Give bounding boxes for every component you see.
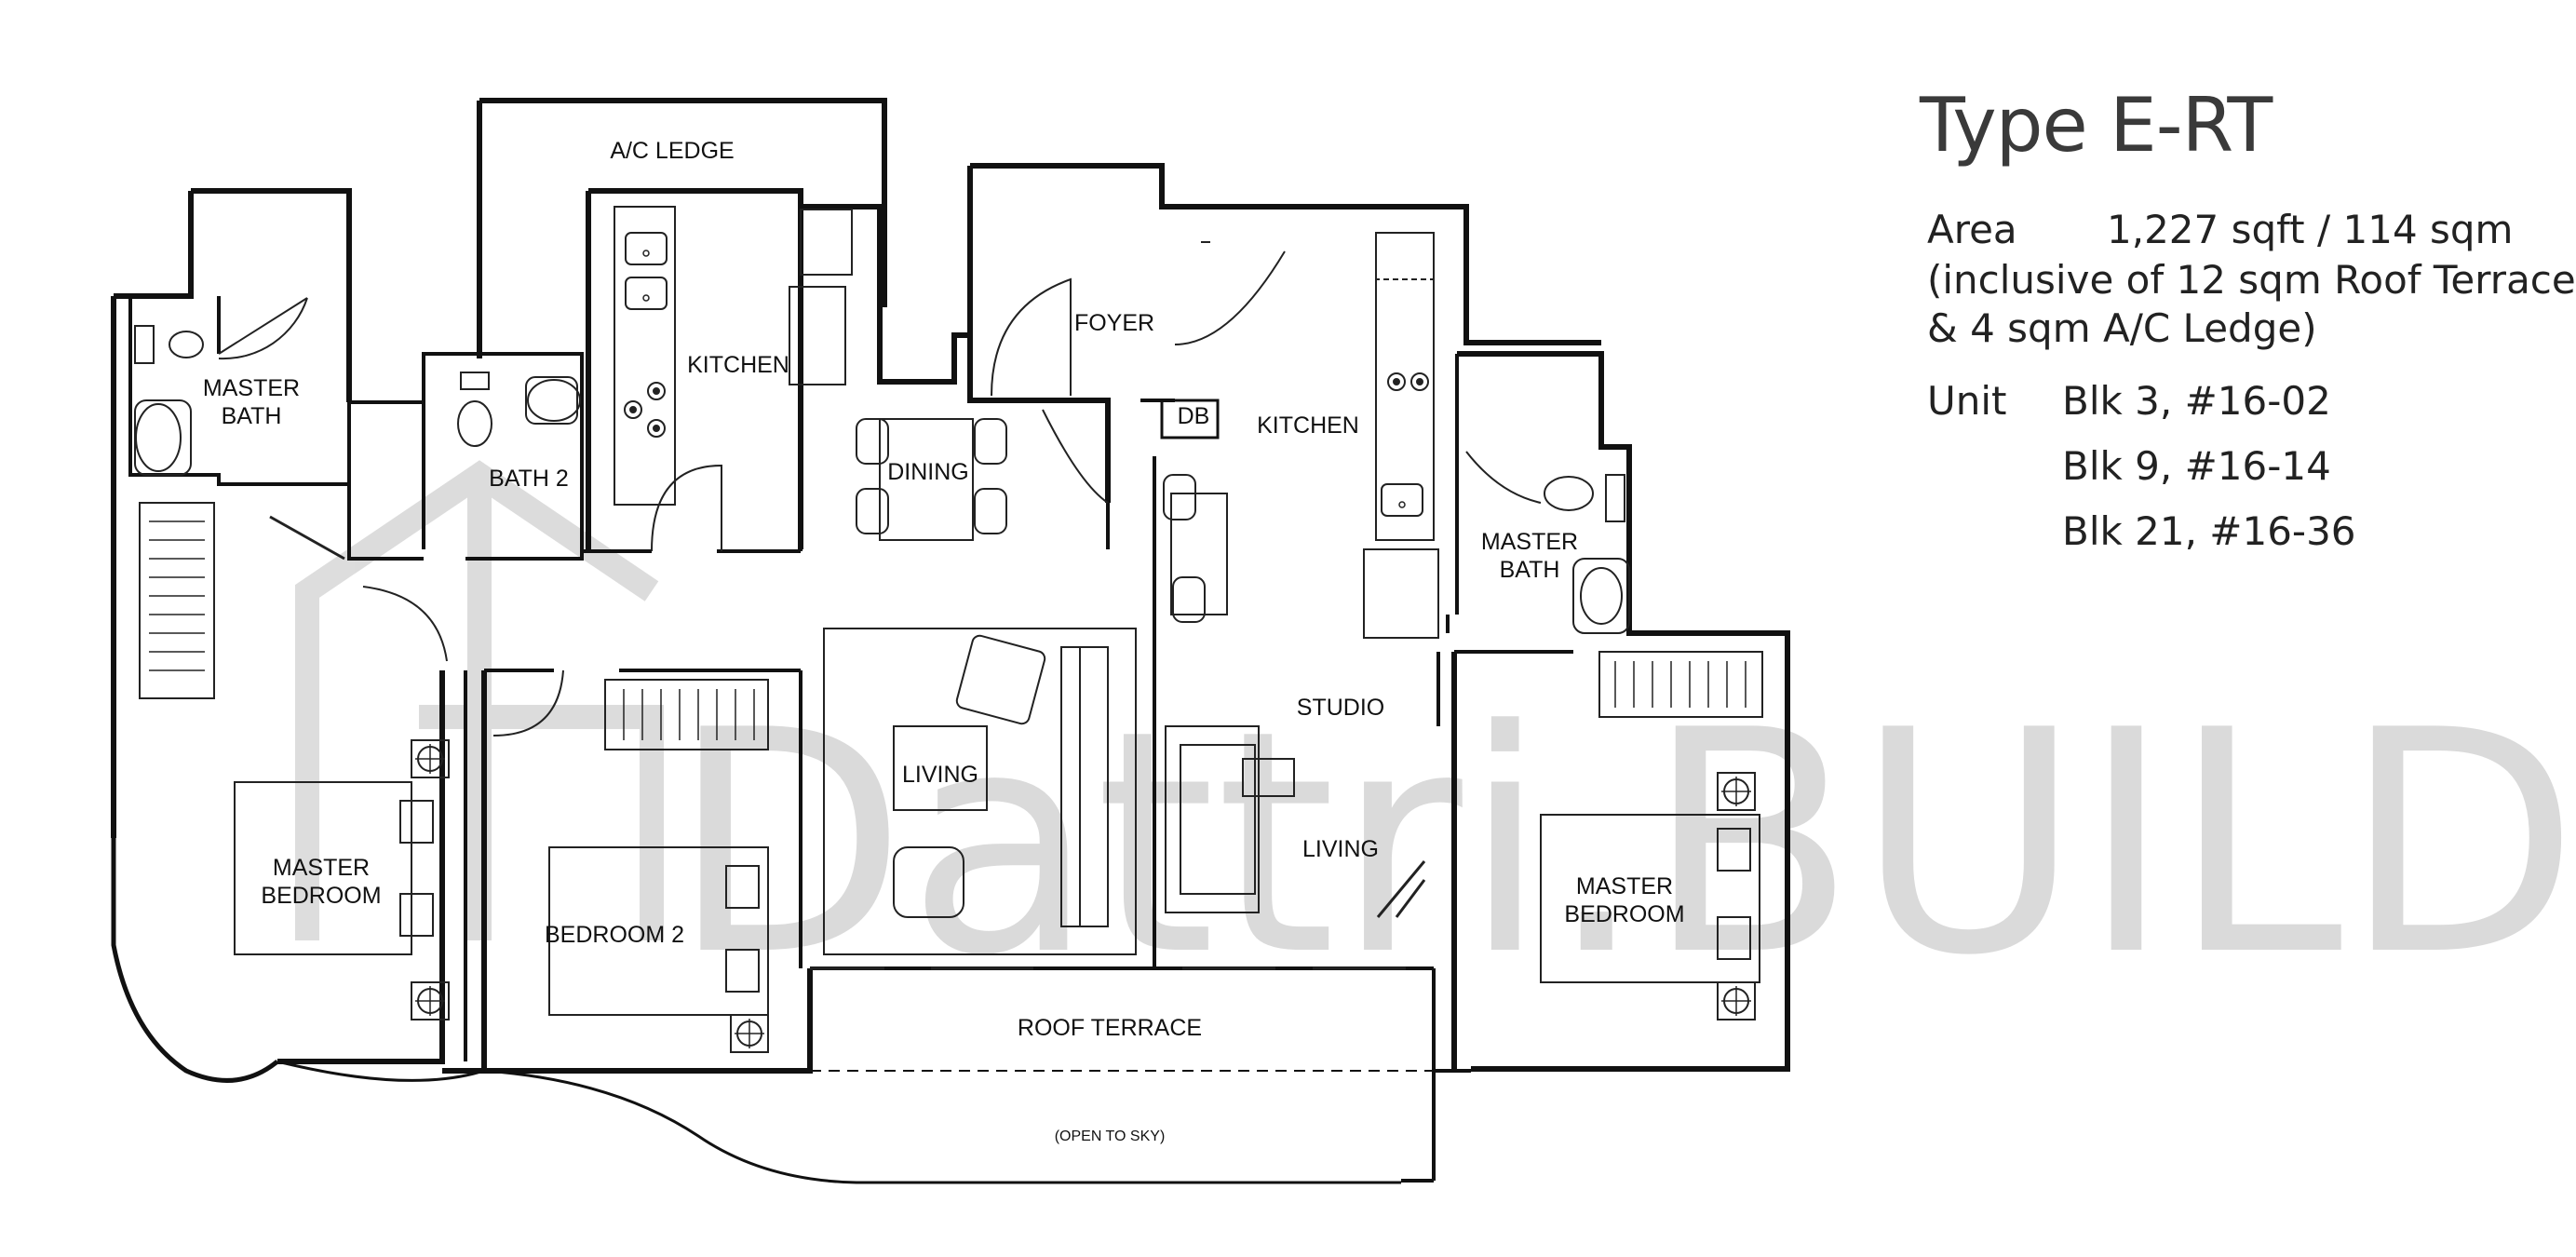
label-kitchen-right: KITCHEN — [1257, 412, 1359, 439]
open-to-sky-outline — [483, 1069, 1401, 1184]
watermark-text: Dattri.BUILD — [670, 665, 2576, 1022]
unit-blk-3: Blk 3, #16-02 — [2062, 378, 2331, 424]
label-studio: STUDIO — [1297, 695, 1384, 721]
living-rug-left — [823, 628, 1137, 955]
watermark: Dattri.BUILD — [295, 460, 2576, 1022]
unit-label: Unit — [1927, 378, 2007, 424]
label-db: DB — [1178, 403, 1210, 429]
label-master-bedroom-left-1: MASTER — [273, 855, 370, 881]
label-master-bath-left-1: MASTER — [203, 375, 300, 401]
label-living-left: LIVING — [902, 762, 978, 788]
label-master-bath-right-1: MASTER — [1481, 529, 1578, 555]
unit-type-title: Type E-RT — [1920, 82, 2273, 169]
label-ac-ledge: A/C LEDGE — [610, 138, 734, 164]
inner-walls — [128, 296, 1573, 1061]
label-roof-terrace: ROOF TERRACE — [1018, 1015, 1202, 1041]
area-label: Area — [1927, 207, 2017, 252]
label-master-bath-right-2: BATH — [1500, 557, 1560, 583]
bed-2 — [548, 846, 769, 1016]
unit-blk-21: Blk 21, #16-36 — [2062, 508, 2356, 554]
label-foyer: FOYER — [1074, 310, 1154, 336]
floor-plan: Dattri.BUILD — [111, 98, 2576, 1184]
label-bedroom-2: BEDROOM 2 — [545, 922, 684, 948]
label-bath-2: BATH 2 — [489, 466, 569, 492]
label-master-bedroom-left-2: BEDROOM — [261, 883, 381, 909]
area-value: 1,227 sqft / 114 sqm — [2107, 207, 2514, 252]
kitchen-counter-left — [614, 206, 676, 506]
label-open-to-sky: (OPEN TO SKY) — [1055, 1129, 1166, 1144]
label-dining: DINING — [887, 459, 969, 485]
area-note-terrace: (inclusive of 12 sqm Roof Terrace — [1927, 257, 2576, 303]
master-bed-left — [234, 781, 412, 955]
door-swings — [218, 241, 1542, 737]
label-master-bath-left-2: BATH — [222, 403, 282, 429]
label-kitchen-left: KITCHEN — [687, 352, 789, 378]
watermark-house-icon — [295, 460, 659, 940]
label-master-bedroom-right-2: BEDROOM — [1564, 901, 1684, 927]
unit-blk-9: Blk 9, #16-14 — [2062, 443, 2331, 489]
label-living-right: LIVING — [1302, 836, 1379, 862]
area-note-ledge: & 4 sqm A/C Ledge) — [1927, 305, 2317, 351]
fixtures — [134, 206, 1763, 1053]
master-bed-right — [1540, 814, 1760, 983]
label-master-bedroom-right-1: MASTER — [1576, 873, 1673, 899]
